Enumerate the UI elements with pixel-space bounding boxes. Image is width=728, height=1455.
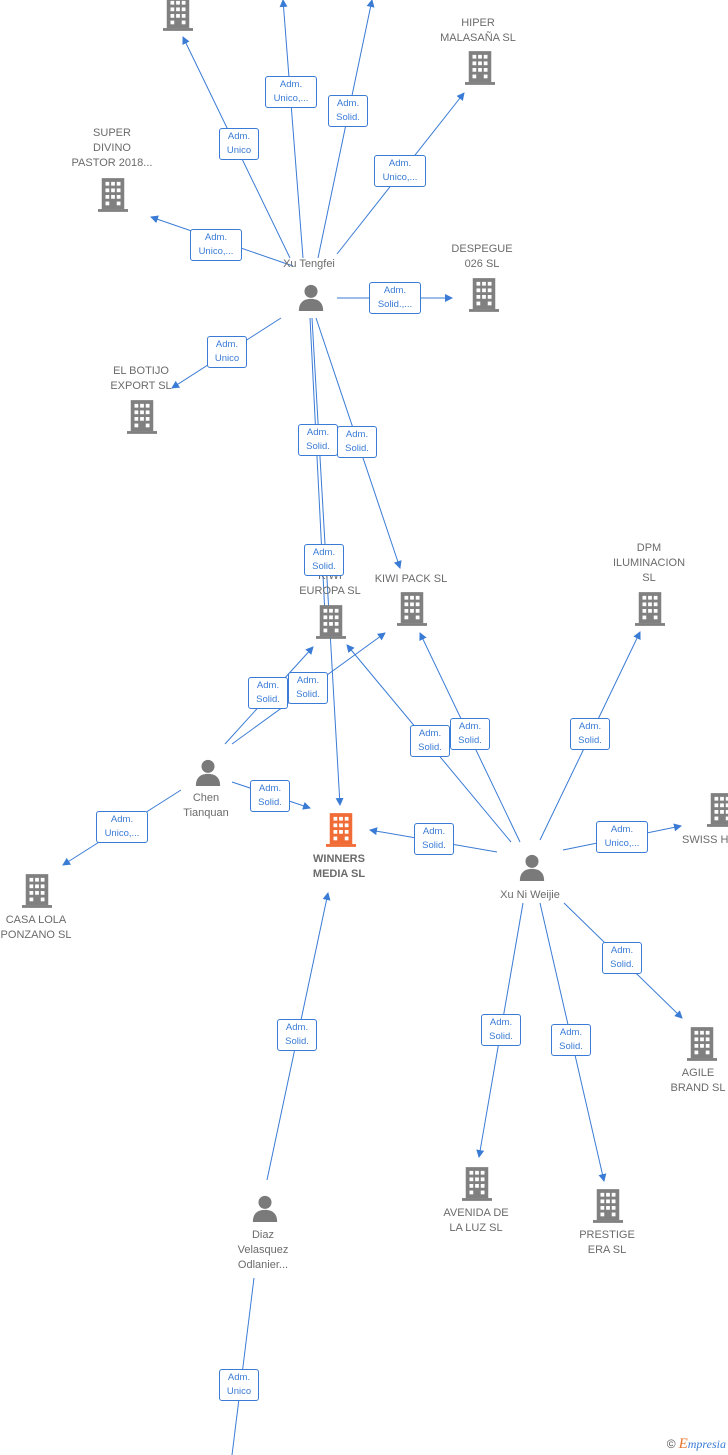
- role-badge-xu_ni-to-swiss[interactable]: Adm. Unico,...: [596, 821, 648, 853]
- role-badge-xu_tengfei-to-kiwi_europa[interactable]: Adm. Solid.: [298, 424, 338, 456]
- chen-label[interactable]: Chen Tianquan: [183, 792, 229, 819]
- winners-building-icon[interactable]: [326, 813, 356, 847]
- chen-person-icon[interactable]: [195, 759, 221, 786]
- xu-tengfei-person-icon[interactable]: [298, 284, 324, 311]
- agile-label[interactable]: AGILE BRAND SL: [670, 1067, 726, 1094]
- despegue-label[interactable]: DESPEGUE 026 SL: [451, 243, 513, 270]
- empresia-logo[interactable]: © Empresia: [667, 1436, 726, 1453]
- role-badge-xu_ni-to-winners[interactable]: Adm. Solid.: [414, 823, 454, 855]
- despegue-building-icon[interactable]: [469, 278, 499, 312]
- role-badge-offscreen_bottom-to-diaz[interactable]: Adm. Unico: [219, 1369, 259, 1401]
- role-badge-chen-to-casa_lola[interactable]: Adm. Unico,...: [96, 811, 148, 843]
- xu-ni-label[interactable]: Xu Ni Weijie: [500, 888, 560, 901]
- hiper-label[interactable]: HIPER MALASAÑA SL: [440, 17, 516, 44]
- agile-building-icon[interactable]: [687, 1027, 717, 1061]
- swiss-building-icon[interactable]: [707, 793, 728, 827]
- diaz-label[interactable]: Diaz Velasquez Odlanier...: [237, 1228, 289, 1271]
- role-badge-xu_tengfei-to-kiwi_pack[interactable]: Adm. Solid.: [337, 426, 377, 458]
- role-badge-xu_tengfei-to-offscreen_top_2[interactable]: Adm. Solid.: [328, 95, 368, 127]
- super-divino-building-icon[interactable]: [98, 178, 128, 212]
- role-badge-xu_ni-to-agile[interactable]: Adm. Solid.: [602, 942, 642, 974]
- prestige-building-icon[interactable]: [593, 1189, 623, 1223]
- role-badge-xu_ni-to-avenida[interactable]: Adm. Solid.: [481, 1014, 521, 1046]
- role-badge-xu_ni-to-prestige[interactable]: Adm. Solid.: [551, 1024, 591, 1056]
- diaz-person-icon[interactable]: [252, 1195, 278, 1222]
- el-botijo-building-icon[interactable]: [127, 400, 157, 434]
- role-badge-diaz-to-winners[interactable]: Adm. Solid.: [277, 1019, 317, 1051]
- edge-xu_tengfei-to-offscreen_top_2: [317, 0, 375, 259]
- top-company-building-icon[interactable]: [163, 0, 193, 31]
- dpm-label[interactable]: DPM ILUMINACION SL: [612, 541, 686, 584]
- brand-initial: E: [678, 1436, 688, 1452]
- swiss-label[interactable]: SWISS HA...: [682, 833, 728, 846]
- role-badge-xu_ni-to-kiwi_pack[interactable]: Adm. Solid.: [450, 718, 490, 750]
- brand-rest: mpresia: [687, 1437, 726, 1451]
- casa-lola-label[interactable]: CASA LOLA PONZANO SL: [0, 914, 72, 941]
- kiwi-pack-label[interactable]: KIWI PACK SL: [374, 572, 448, 585]
- role-badge-xu_tengfei-to-super_divino[interactable]: Adm. Unico,...: [190, 229, 242, 261]
- role-badge-xu_tengfei-to-winners[interactable]: Adm. Solid.: [304, 544, 344, 576]
- edge-offscreen_bottom-to-diaz: [231, 1277, 255, 1455]
- role-badge-xu_ni-to-kiwi_europa[interactable]: Adm. Solid.: [410, 725, 450, 757]
- xu-ni-person-icon[interactable]: [519, 854, 545, 881]
- super-divino-label[interactable]: SUPER DIVINO PASTOR 2018...: [71, 126, 153, 169]
- role-badge-xu_tengfei-to-offscreen_top_1[interactable]: Adm. Unico,...: [265, 76, 317, 108]
- edge-xu_tengfei-to-offscreen_top_1: [279, 0, 304, 259]
- role-badge-chen-to-kiwi_europa[interactable]: Adm. Solid.: [248, 677, 288, 709]
- kiwi-europa-building-icon[interactable]: [316, 605, 346, 639]
- kiwi-pack-building-icon[interactable]: [397, 592, 427, 626]
- avenida-label[interactable]: AVENIDA DE LA LUZ SL: [443, 1207, 509, 1234]
- casa-lola-building-icon[interactable]: [22, 874, 52, 908]
- hiper-building-icon[interactable]: [465, 51, 495, 85]
- avenida-building-icon[interactable]: [462, 1167, 492, 1201]
- role-badge-chen-to-winners[interactable]: Adm. Solid.: [250, 780, 290, 812]
- prestige-label[interactable]: PRESTIGE ERA SL: [579, 1229, 635, 1256]
- role-badge-chen-to-kiwi_pack[interactable]: Adm. Solid.: [288, 672, 328, 704]
- el-botijo-label[interactable]: EL BOTIJO EXPORT SL: [110, 365, 172, 392]
- role-badge-xu_tengfei-to-despegue[interactable]: Adm. Solid.,...: [369, 282, 421, 314]
- role-badge-xu_tengfei-to-hiper[interactable]: Adm. Unico,...: [374, 155, 426, 187]
- role-badge-xu_tengfei-to-top_company[interactable]: Adm. Unico: [219, 128, 259, 160]
- role-badge-xu_ni-to-dpm[interactable]: Adm. Solid.: [570, 718, 610, 750]
- winners-label[interactable]: WINNERS MEDIA SL: [312, 853, 366, 880]
- role-badge-xu_tengfei-to-el_botijo[interactable]: Adm. Unico: [207, 336, 247, 368]
- xu-tengfei-label[interactable]: Xu Tengfei: [283, 257, 335, 270]
- dpm-building-icon[interactable]: [635, 592, 665, 626]
- copyright-symbol: ©: [666, 1437, 676, 1451]
